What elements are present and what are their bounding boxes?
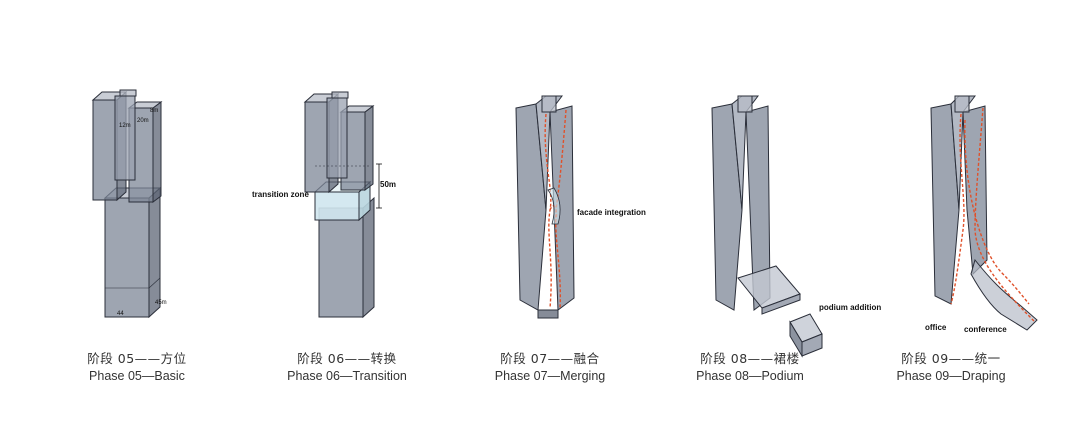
label-conference: conference <box>964 325 1007 334</box>
label-transition-zone: transition zone <box>252 190 309 199</box>
tower-basic-model <box>91 89 163 319</box>
phase-08-caption: 阶段 08——裙楼 Phase 08—Podium <box>650 351 850 385</box>
phase-05-title-zh: 阶段 05——方位 <box>87 351 187 366</box>
phase-06-caption: 阶段 06——转换 Phase 06—Transition <box>247 351 447 385</box>
dim-8m: 8m <box>150 108 159 114</box>
tower-podium-model <box>711 95 823 358</box>
phase-08-title-en: Phase 08—Podium <box>696 369 804 383</box>
dim-12m: 12m <box>119 123 131 129</box>
phase-06: transition zone 50m 阶段 06——转换 Phase 06—T… <box>247 0 447 433</box>
dim-44: 44 <box>117 311 124 317</box>
phase-05: 12m 20m 8m 45m 44 阶段 05——方位 Phase 05—Bas… <box>37 0 237 433</box>
phase-05-caption: 阶段 05——方位 Phase 05—Basic <box>37 351 237 385</box>
dim-45m: 45m <box>155 300 167 306</box>
tower-draping-model <box>930 95 1038 331</box>
dim-50m: 50m <box>380 180 397 189</box>
phase-09-title-zh: 阶段 09——统一 <box>901 351 1001 366</box>
phase-06-title-en: Phase 06—Transition <box>287 369 407 383</box>
phase-09: office conference 阶段 09——统一 Phase 09—Dra… <box>851 0 1051 433</box>
phase-07-title-en: Phase 07—Merging <box>494 369 606 383</box>
phase-06-title-zh: 阶段 06——转换 <box>297 351 397 366</box>
phase-08: podium addition 阶段 08——裙楼 Phase 08—Podiu… <box>650 0 881 433</box>
label-facade-integration: facade integration <box>577 208 646 217</box>
phase-07: facade integration 阶段 07——融合 Phase 07—Me… <box>450 0 650 433</box>
phase-05-title-en: Phase 05—Basic <box>89 369 185 383</box>
label-podium-addition: podium addition <box>819 303 882 312</box>
label-office: office <box>925 323 947 332</box>
phase-09-title-en: Phase 09—Draping <box>896 369 1006 383</box>
phase-09-caption: 阶段 09——统一 Phase 09—Draping <box>851 351 1051 385</box>
phase-08-title-zh: 阶段 08——裙楼 <box>700 351 800 366</box>
phase-07-caption: 阶段 07——融合 Phase 07—Merging <box>450 351 650 385</box>
dim-20m: 20m <box>137 118 149 124</box>
tower-merging-model <box>515 95 575 319</box>
tower-transition-model <box>303 91 382 319</box>
phase-07-title-zh: 阶段 07——融合 <box>500 351 600 366</box>
